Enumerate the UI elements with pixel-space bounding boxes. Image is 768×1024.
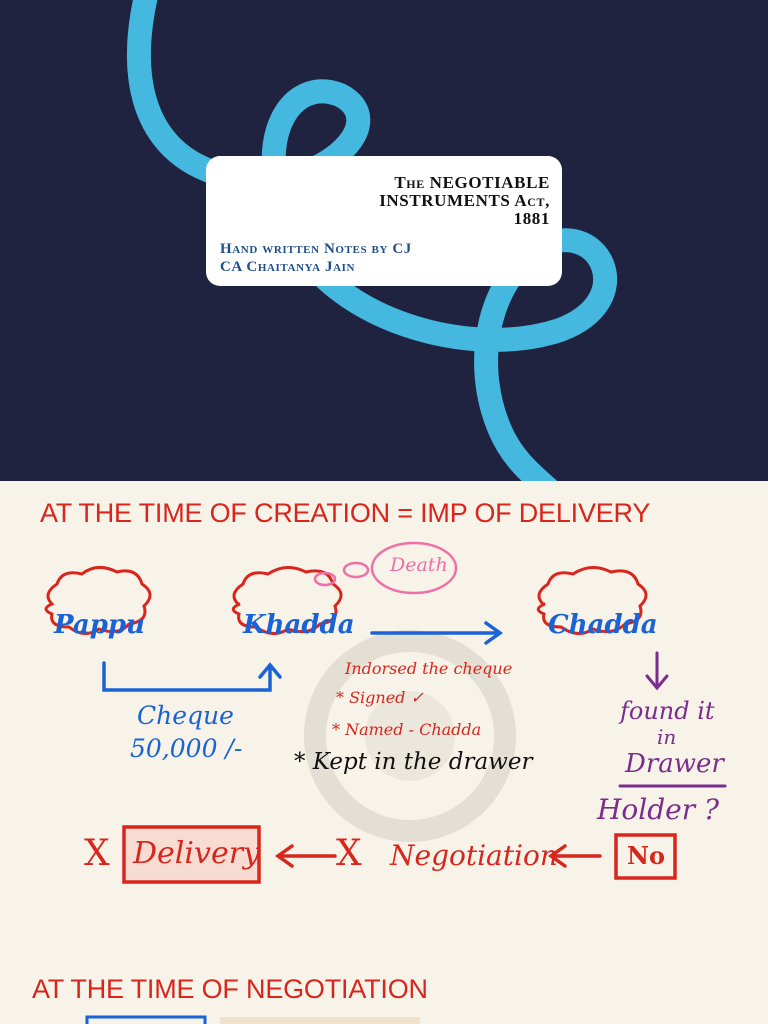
title-card: The NEGOTIABLE INSTRUMENTS Act, 1881 Han… xyxy=(206,156,562,286)
party-chadda: Chadda xyxy=(548,610,658,640)
delivery-cross: X xyxy=(84,833,110,874)
subtitle-line-2: CA Chaitanya Jain xyxy=(220,259,356,275)
party-pappu: Pappu xyxy=(54,610,145,640)
pappu-to-khadda-arrow xyxy=(102,661,282,692)
holder-question: Holder ? xyxy=(597,793,720,826)
found-line-1: found it xyxy=(620,697,715,725)
pappu-cloud xyxy=(44,566,152,635)
negotiation-cross: X xyxy=(336,833,362,874)
signed-note: * Signed ✓ xyxy=(336,688,424,707)
cheque-label: Cheque xyxy=(137,701,234,730)
title-line-3: 1881 xyxy=(513,209,550,228)
thought-text: Death xyxy=(390,554,448,576)
cheque-amount: 50,000 /- xyxy=(130,734,243,763)
notes-section: AT THE TIME OF CREATION = IMP OF DELIVER… xyxy=(0,481,768,1024)
chadda-cloud xyxy=(536,566,648,635)
indorsed-note: Indorsed the cheque xyxy=(345,659,513,678)
party-khadda: Khadda xyxy=(243,610,355,640)
negotiation-label: Negotiation xyxy=(390,839,558,872)
thought-bubble-mid xyxy=(342,561,370,579)
watermark-logo xyxy=(304,630,516,842)
named-note: * Named - Chadda xyxy=(332,720,482,739)
cover-section: The NEGOTIABLE INSTRUMENTS Act, 1881 Han… xyxy=(0,0,768,481)
heading-creation: AT THE TIME OF CREATION = IMP OF DELIVER… xyxy=(40,498,651,528)
kept-note: * Kept in the drawer xyxy=(294,749,533,775)
subtitle-line-1: Hand written Notes by CJ xyxy=(220,241,412,257)
found-line-2: in xyxy=(657,725,677,749)
no-label: No xyxy=(627,841,665,870)
title-line-1: The NEGOTIABLE xyxy=(394,173,550,192)
heading-negotiation: AT THE TIME OF NEGOTIATION xyxy=(32,974,428,1004)
no-box xyxy=(614,833,677,880)
negotiation-to-delivery-arrow xyxy=(274,844,337,868)
thought-bubble-main xyxy=(370,541,458,595)
delivery-label: Delivery xyxy=(133,836,260,871)
partial-tan-box xyxy=(220,1017,420,1024)
khadda-to-chadda-arrow xyxy=(370,621,504,645)
khadda-cloud xyxy=(231,566,343,635)
title-line-2: INSTRUMENTS Act, xyxy=(379,191,550,210)
no-to-negotiation-arrow xyxy=(547,844,602,868)
thought-bubble-small xyxy=(313,571,337,587)
found-line-3: Drawer xyxy=(625,749,724,779)
delivery-box xyxy=(122,825,261,884)
partial-blue-box xyxy=(85,1015,207,1024)
diagram-strokes xyxy=(44,541,727,1024)
down-arrow-purple xyxy=(645,651,669,691)
